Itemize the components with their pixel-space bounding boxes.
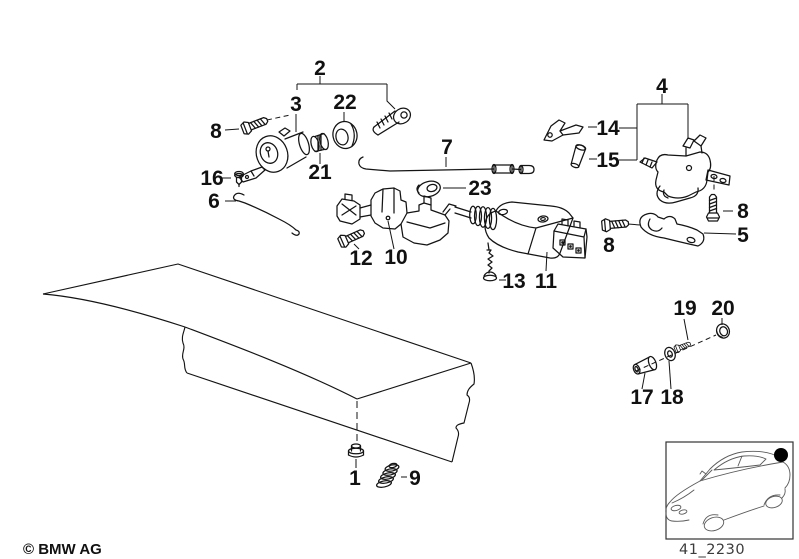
callout-9: 9 [409, 467, 421, 490]
callout-3: 3 [290, 93, 302, 116]
callout-7: 7 [441, 136, 453, 159]
leader-5 [703, 232, 737, 235]
callouts: 2 3 22 8 16 21 6 7 23 14 15 4 8 5 8 12 1… [200, 57, 749, 490]
part-8-screw-right [705, 193, 721, 222]
dash-screw8-to-cylinder [266, 114, 291, 121]
callout-4: 4 [656, 75, 668, 98]
part-15-pin [570, 144, 587, 169]
part-12-screw [336, 225, 368, 250]
part-10-latch-bracket [336, 187, 450, 246]
part-4-latch [639, 134, 731, 204]
callout-8-right: 8 [737, 200, 749, 223]
leader-14 [588, 126, 637, 129]
callout-22: 22 [333, 91, 356, 114]
thumbnail-frame [665, 441, 794, 540]
trunk-lid-right-edge [451, 362, 475, 463]
callout-12: 12 [349, 247, 372, 270]
trunk-lid-front-curve [42, 293, 186, 328]
callout-18: 18 [660, 386, 684, 409]
bracket-2 [296, 76, 396, 110]
callout-1: 1 [349, 467, 361, 490]
leader-12 [353, 243, 360, 250]
part-16-pin [234, 170, 244, 188]
dash-axis-17-20 [635, 334, 717, 372]
car-thumbnail: 41_2230 [665, 441, 794, 558]
callout-8-mid: 8 [603, 234, 615, 257]
part-14-bracket [543, 119, 584, 142]
callout-8-left: 8 [210, 120, 222, 143]
callout-14: 14 [596, 117, 620, 140]
part-19-screw [673, 339, 693, 354]
part-7-rod [358, 156, 535, 175]
leader-19 [683, 318, 689, 341]
callout-11: 11 [535, 270, 558, 293]
leader-lines [222, 76, 737, 478]
trunk-lid-crease-curve [184, 326, 358, 400]
callout-6: 6 [208, 190, 220, 213]
part-2-key [372, 107, 412, 136]
car-sketch-icon [665, 450, 791, 532]
callout-17: 17 [630, 386, 653, 409]
callout-13: 13 [502, 270, 525, 293]
diagram-code: 41_2230 [679, 542, 745, 558]
part-17-bushing [632, 355, 658, 375]
part-20-nut [715, 323, 731, 339]
leader-18 [668, 360, 672, 390]
part-22-trim-ring [332, 120, 358, 150]
callout-23: 23 [468, 177, 491, 200]
part-6-rod [232, 192, 300, 236]
callout-20: 20 [711, 297, 734, 320]
leader-8-mid [627, 223, 641, 226]
part-9-buffer [376, 462, 400, 488]
leader-10 [387, 220, 395, 250]
callout-5: 5 [737, 224, 749, 247]
callout-10: 10 [384, 246, 407, 269]
trunk-lid-crease-line [356, 362, 472, 400]
trunk-lid-top-edge [42, 263, 472, 364]
part-18-washer [664, 346, 676, 362]
callout-19: 19 [673, 297, 696, 320]
leader-11 [545, 251, 548, 272]
part-21-plug [310, 132, 329, 153]
leader-17 [641, 372, 646, 390]
part-5-striker [639, 212, 705, 247]
copyright-text: © BMW AG [23, 541, 102, 558]
leader-8-left [224, 128, 240, 131]
callout-21: 21 [308, 161, 332, 184]
part-8-screw-mid [600, 216, 630, 233]
part-3-lock-cylinder [238, 127, 310, 183]
callout-2: 2 [314, 57, 326, 80]
leader-15 [589, 158, 637, 161]
callout-16: 16 [200, 167, 223, 190]
part-8-screw-left [239, 113, 271, 137]
bracket-4 [636, 94, 689, 160]
callout-15: 15 [596, 149, 620, 172]
part-1-nut [347, 443, 365, 458]
trunk-lid [42, 263, 475, 463]
part-11-actuator [442, 201, 588, 259]
part-23-grommet [416, 180, 441, 198]
part-13-screw [482, 242, 498, 282]
highlight-dot [774, 448, 788, 462]
trunk-lid-bottom-edge [186, 372, 453, 463]
trunk-lid-break-line [181, 326, 188, 374]
